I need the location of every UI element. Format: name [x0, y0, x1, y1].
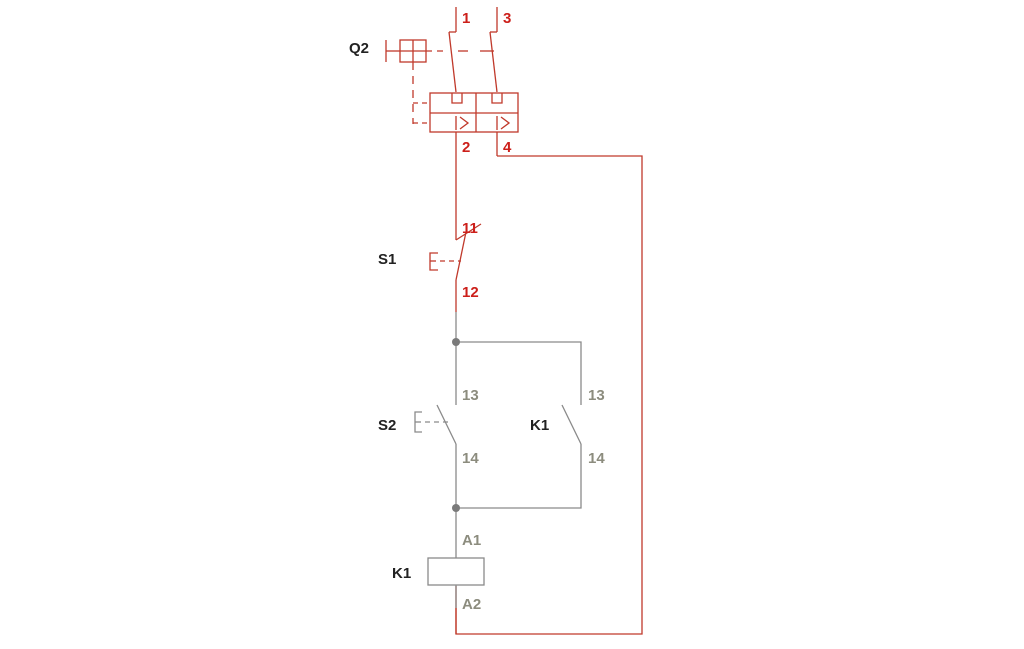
device-label-s1: S1: [378, 251, 396, 268]
s2-start-button: [414, 404, 457, 445]
device-label-k1-coil: K1: [392, 565, 411, 582]
terminal-label: 12: [462, 284, 479, 301]
terminal-label: A2: [462, 596, 481, 613]
k1-aux-contact: [561, 404, 582, 445]
terminal-label: 4: [503, 139, 512, 156]
terminal-label: 11: [462, 220, 478, 237]
terminal-label: 2: [462, 139, 470, 156]
terminal-label: 1: [462, 10, 470, 27]
terminal-label: 14: [462, 450, 479, 467]
k1-coil: [427, 557, 485, 608]
device-label-q2: Q2: [349, 40, 369, 57]
device-label-k1-contact: K1: [530, 417, 549, 434]
terminal-label: 3: [503, 10, 511, 27]
s1-stop-button: [429, 222, 482, 312]
device-label-s2: S2: [378, 417, 396, 434]
junction-node: [452, 338, 460, 346]
junction-node: [452, 504, 460, 512]
wire-grey: [455, 312, 582, 558]
terminal-label: 14: [588, 450, 605, 467]
terminal-label: 13: [462, 387, 479, 404]
q2-breaker: [385, 7, 519, 160]
terminal-label: A1: [462, 532, 481, 549]
terminal-label: 13: [588, 387, 605, 404]
